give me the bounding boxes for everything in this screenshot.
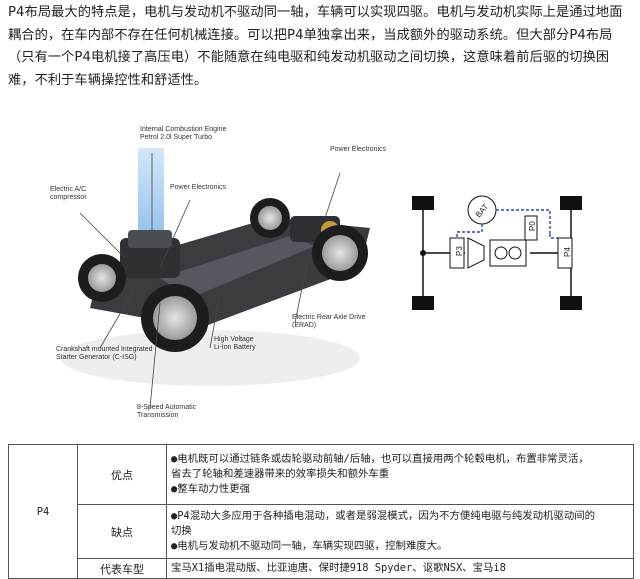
engine-cover: [128, 230, 172, 248]
p0-box: [524, 215, 538, 241]
row-label-cons: 缺点: [77, 504, 167, 559]
battery-pack: [160, 236, 315, 298]
figure-area: Internal Combustion Engine Petrol 2.0l S…: [0, 108, 640, 438]
text-line: ●电机既可以通过链条或齿轮驱动前轴/后轴，也可以直接用两个轮毂电机，布置非常灵活…: [171, 453, 589, 465]
front-left-wheel: [141, 284, 209, 352]
intro-paragraph: P4布局最大的特点是，电机与发动机不驱动同一轴，车辆可以实现四驱。电机与发动机实…: [8, 5, 623, 88]
rear-left-wheel: [312, 225, 368, 281]
hybrid-car-illustration: [60, 148, 370, 409]
table-row: P4 优点 ●电机既可以通过链条或齿轮驱动前轴/后轴，也可以直接用两个轮毂电机，…: [8, 444, 634, 579]
p4-label: P4: [563, 247, 572, 257]
label-erad: Electric Rear Axle Drive (ERAD): [292, 314, 366, 329]
chassis-shadow: [60, 330, 360, 386]
label-ice: Internal Combustion Engine Petrol 2.0l S…: [140, 126, 227, 141]
table-row: 缺点 ●P4混动大多应用于各种插电混动，或者是弱混模式，因为不方便纯电驱与纯发动…: [9, 504, 634, 559]
text-line: 切换: [171, 525, 192, 537]
row-label-models: 代表车型: [77, 558, 167, 579]
model-cell: P4: [8, 444, 78, 579]
label-cisg: Crankshaft mounted Integrated Starter Ge…: [56, 346, 153, 361]
transmission-shape: [467, 237, 485, 269]
p3-label: P3: [455, 246, 464, 256]
label-transmission: 8-Speed Automatic Transmission: [137, 404, 197, 419]
spec-table: P4 优点 ●电机既可以通过链条或齿轮驱动前轴/后轴，也可以直接用两个轮毂电机，…: [8, 444, 634, 579]
label-battery: High Voltage Li-Ion Battery: [214, 336, 256, 351]
text-line: ●整车动力性更强: [171, 483, 250, 495]
row-label-pros: 优点: [77, 444, 167, 505]
p4-schematic: P3 P0 P4 BAT: [412, 195, 582, 310]
rear-right-wheel: [250, 198, 290, 238]
text-line: ●P4混动大多应用于各种插电混动，或者是弱混模式，因为不方便纯电驱与纯发动机驱动…: [171, 510, 595, 522]
table-row: 代表车型 宝马X1插电混动版、比亚迪唐、保时捷918 Spyder、讴歌NSX、…: [9, 558, 634, 579]
text-line: ●电机与发动机不驱动同一轴，车辆实现四驱，控制难度大。: [171, 540, 448, 552]
text-line: 宝马X1插电混动版、比亚迪唐、保时捷918 Spyder、讴歌NSX、宝马i8: [171, 562, 506, 574]
p4-box: [557, 237, 573, 269]
front-right-wheel: [78, 254, 126, 302]
front-diff-node: [420, 250, 426, 256]
p3-box: [449, 237, 465, 269]
schematic-wheels: [412, 196, 582, 310]
hv-lines: [456, 209, 558, 239]
engine-cyl-2: [508, 246, 522, 260]
label-power-electronics-front: Power Electronics: [170, 184, 227, 191]
row-text-cons: ●P4混动大多应用于各种插电混动，或者是弱混模式，因为不方便纯电驱与纯发动机驱动…: [166, 504, 634, 559]
label-power-electronics-rear: Power Electronics: [330, 146, 387, 153]
p0-label: P0: [528, 221, 537, 231]
text-line: 省去了轮轴和差速器带来的效率损失和额外车重: [171, 468, 390, 480]
leader-lines: [79, 153, 341, 409]
label-ac-compressor: Electric A/C compressor: [50, 186, 87, 201]
row-text-pros: ●电机既可以通过链条或齿轮驱动前轴/后轴，也可以直接用两个轮毂电机，布置非常灵活…: [166, 444, 634, 505]
row-text-models: 宝马X1插电混动版、比亚迪唐、保时捷918 Spyder、讴歌NSX、宝马i8: [166, 558, 634, 579]
engine-cyl-1: [494, 246, 508, 260]
